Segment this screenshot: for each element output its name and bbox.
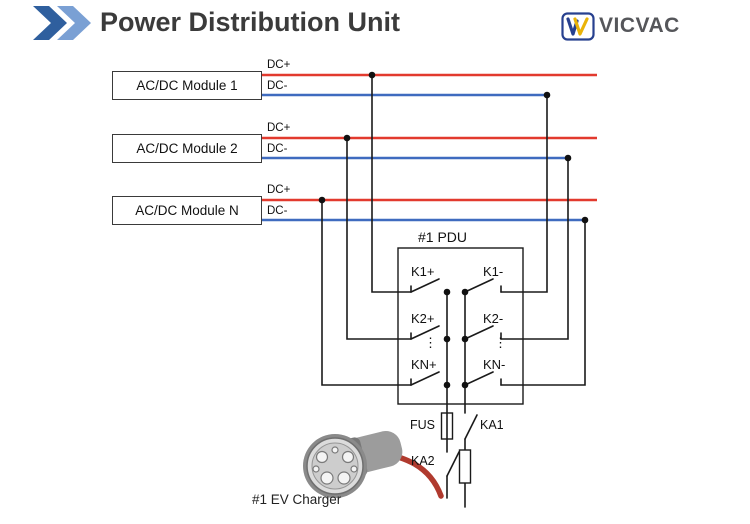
module-1-dc-plus-label: DC+ [267,59,291,71]
contactor-kn-minus-label: KN- [483,357,506,372]
right-column-ellipsis: ⋮ [494,335,507,350]
acdc-module-n-label: AC/DC Module N [135,203,239,218]
junction-dots [318,71,589,389]
contactor-k1-plus-label: K1+ [411,264,435,279]
pdu-enclosure-box [397,247,524,405]
fuse-label: FUS [410,418,435,432]
dc-plus-bus-lines [262,73,597,202]
acdc-module-1-label: AC/DC Module 1 [136,78,238,93]
logo-yellow-v [573,17,589,36]
module-n-dc-plus-label: DC+ [267,184,291,196]
acdc-module-n-box: AC/DC Module N [112,196,262,225]
double-chevron-icon [33,6,91,40]
module-2-dc-minus-label: DC- [267,143,288,155]
acdc-module-2-label: AC/DC Module 2 [136,141,238,156]
charger-pins [312,446,358,485]
pdu-title: #1 PDU [418,229,468,245]
chevron-dark-shape [33,6,67,40]
module-1-dc-minus-label: DC- [267,80,288,92]
vicvac-logo-icon [561,12,595,41]
acdc-module-1-box: AC/DC Module 1 [112,71,262,100]
contactor-kn-plus-label: KN+ [411,357,437,372]
resistor-symbol [458,449,472,484]
contactor-k1-minus-label: K1- [483,264,504,279]
contactor-k2-minus-label: K2- [483,311,504,326]
ka1-label: KA1 [480,418,504,432]
ev-charger-label: #1 EV Charger [252,492,342,507]
left-column-ellipsis: ⋮ [424,335,437,350]
ka2-label: KA2 [411,454,435,468]
chevron-light-shape [57,6,91,40]
contactor-k2-plus-label: K2+ [411,311,435,326]
module-2-dc-plus-label: DC+ [267,122,291,134]
brand-name: VICVAC [599,14,680,37]
acdc-module-2-box: AC/DC Module 2 [112,134,262,163]
module-n-dc-minus-label: DC- [267,205,288,217]
page-title: Power Distribution Unit [100,7,400,37]
dc-minus-bus-lines [262,93,587,222]
ev-charger-illustration [303,430,444,499]
